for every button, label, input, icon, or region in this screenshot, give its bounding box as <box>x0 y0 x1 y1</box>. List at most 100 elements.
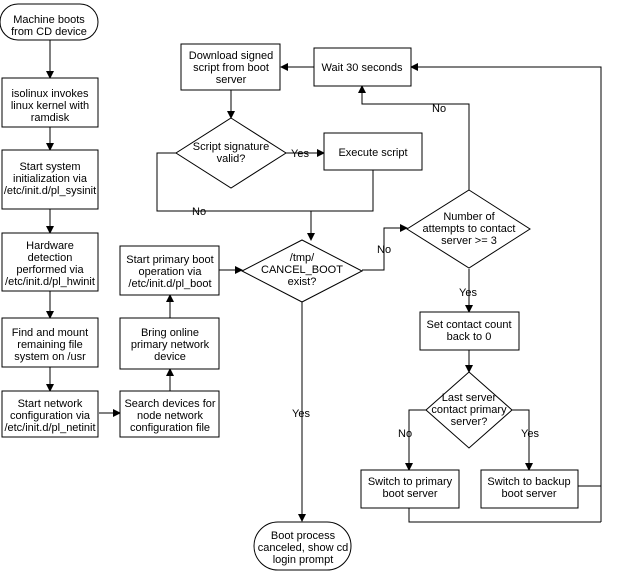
node-label-line: back to 0 <box>447 331 492 343</box>
label-signature-yes: Yes <box>291 148 309 160</box>
node-label-line: primary network <box>131 339 210 351</box>
node-label-line: initialization via <box>13 173 88 185</box>
node-label-line: canceled, show cd <box>258 542 349 554</box>
node-attempts <box>406 189 531 269</box>
node-mount-usr <box>1 317 99 368</box>
node-label-line: server? <box>451 416 488 428</box>
node-canceled <box>253 521 352 571</box>
node-bring-online <box>119 317 220 370</box>
node-label-line: operation via <box>139 266 203 278</box>
edge-primary-loop <box>408 508 601 523</box>
node-label-line: device <box>154 351 186 363</box>
node-label-line: Wait 30 seconds <box>322 62 403 74</box>
node-label-line: Start primary boot <box>126 254 213 266</box>
node-sig-valid <box>175 117 287 189</box>
node-label-line: CANCEL_BOOT <box>261 264 343 276</box>
node-label-line: remaining file <box>17 339 82 351</box>
node-execute-script <box>323 132 423 171</box>
node-label-line: Switch to backup <box>487 476 570 488</box>
edge-cancel-no <box>362 224 408 271</box>
node-label-line: attempts to contact <box>423 223 516 235</box>
node-label-line: system on /usr <box>14 351 86 363</box>
node-label-line: node network <box>137 410 204 422</box>
node-label-line: isolinux invokes <box>11 88 89 100</box>
node-label-line: Start system <box>19 161 80 173</box>
node-label-line: ramdisk <box>31 112 70 124</box>
node-label-line: boot server <box>501 488 556 500</box>
label-attempts-no: No <box>432 103 446 115</box>
node-cancel-boot <box>240 239 364 303</box>
label-cancel-no: No <box>377 244 391 256</box>
node-label-line: Script signature <box>193 141 269 153</box>
node-label-line: /etc/init.d/pl_sysinit <box>4 185 96 197</box>
edge-last-no <box>405 409 426 471</box>
edge-loop-to-wait <box>410 63 602 522</box>
node-label-line: /etc/init.d/pl_boot <box>128 278 211 290</box>
node-label-line: configuration via <box>10 410 91 422</box>
node-label-line: Download signed <box>189 50 273 62</box>
edge-last-yes <box>512 409 533 471</box>
node-label-line: script from boot <box>193 62 269 74</box>
node-label-line: Find and mount <box>12 327 88 339</box>
node-label-line: Switch to primary <box>368 476 453 488</box>
node-label-line: Machine boots <box>13 14 85 26</box>
node-label-line: boot server <box>382 488 437 500</box>
node-label-line: server <box>216 74 247 86</box>
node-switch-primary <box>360 469 460 509</box>
node-label-line: contact primary <box>431 404 507 416</box>
node-last-server <box>425 371 513 449</box>
edge-signature-no <box>156 152 311 212</box>
node-label-line: /etc/init.d/pl_hwinit <box>5 276 95 288</box>
node-label-line: from CD device <box>11 26 87 38</box>
edge-execute-to-join <box>311 170 374 212</box>
node-label-line: Boot process <box>271 530 336 542</box>
node-sysinit <box>1 149 99 210</box>
node-isolinux <box>1 77 99 128</box>
node-download-script <box>180 43 281 91</box>
node-label-line: detection <box>28 252 73 264</box>
node-netinit <box>1 390 99 438</box>
label-last-no: No <box>398 428 412 440</box>
edge-labels: Yes No No Yes No Yes No Yes <box>192 103 539 440</box>
node-label-line: Number of <box>443 211 495 223</box>
node-reset-count <box>419 311 520 351</box>
node-label-line: configuration file <box>130 422 210 434</box>
node-label-line: server >= 3 <box>441 235 497 247</box>
node-label-line: Set contact count <box>427 319 512 331</box>
label-cancel-yes: Yes <box>292 408 310 420</box>
node-hwinit <box>1 232 99 292</box>
node-label-line: Bring online <box>141 327 199 339</box>
flow-nodes <box>0 3 579 571</box>
label-attempts-yes: Yes <box>459 287 477 299</box>
label-signature-no: No <box>192 206 206 218</box>
node-label-line: exist? <box>288 276 317 288</box>
node-label-line: login prompt <box>273 554 334 566</box>
label-wait-30: Wait 30 seconds <box>322 62 403 74</box>
node-wait-30 <box>313 47 412 87</box>
node-label-line: Search devices for <box>124 398 215 410</box>
node-label-line: /tmp/ <box>290 252 315 264</box>
node-boot-cd <box>0 3 99 41</box>
flow-edges <box>46 40 602 523</box>
node-label-line: linux kernel with <box>11 100 89 112</box>
node-label-line: performed via <box>16 264 84 276</box>
node-search-devices <box>119 390 220 438</box>
